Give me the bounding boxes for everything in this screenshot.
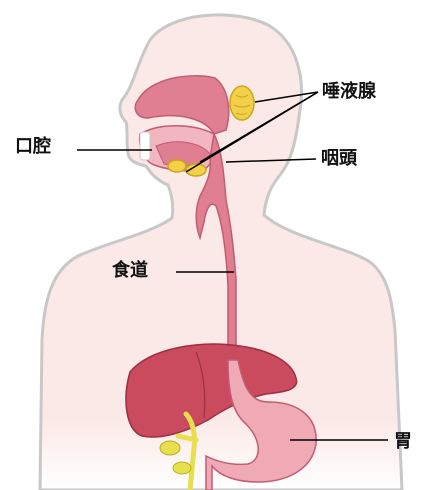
- esophagus-label: 食道: [112, 262, 148, 280]
- oral-cavity-label: 口腔: [15, 138, 51, 156]
- stomach-label: 胃: [394, 433, 412, 451]
- teeth: [140, 132, 150, 160]
- pharynx-label: 咽頭: [321, 150, 357, 168]
- salivary-glands-label: 唾液腺: [322, 83, 376, 101]
